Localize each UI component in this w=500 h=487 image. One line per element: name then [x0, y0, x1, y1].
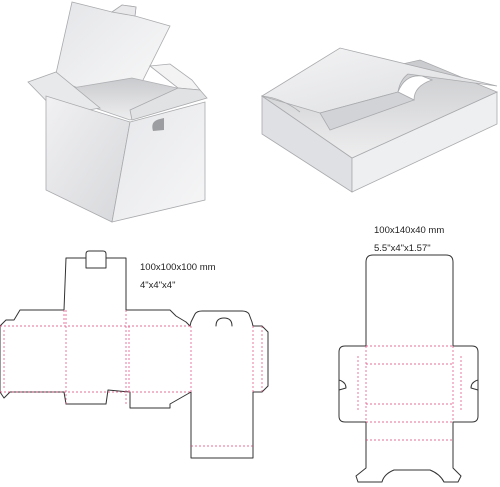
dieline-cube [0, 250, 269, 459]
flat-box-illustration [261, 47, 499, 193]
flat-size-metric-label: 100x140x40 mm [374, 225, 444, 236]
flat-size-imperial-label: 5.5"x4"x1.57" [374, 243, 431, 254]
dieline-flat [338, 254, 479, 483]
cube-size-imperial-label: 4"x4"x4" [140, 280, 175, 291]
cube-box-illustration [27, 1, 208, 223]
cube-size-metric-label: 100x100x100 mm [140, 262, 216, 273]
